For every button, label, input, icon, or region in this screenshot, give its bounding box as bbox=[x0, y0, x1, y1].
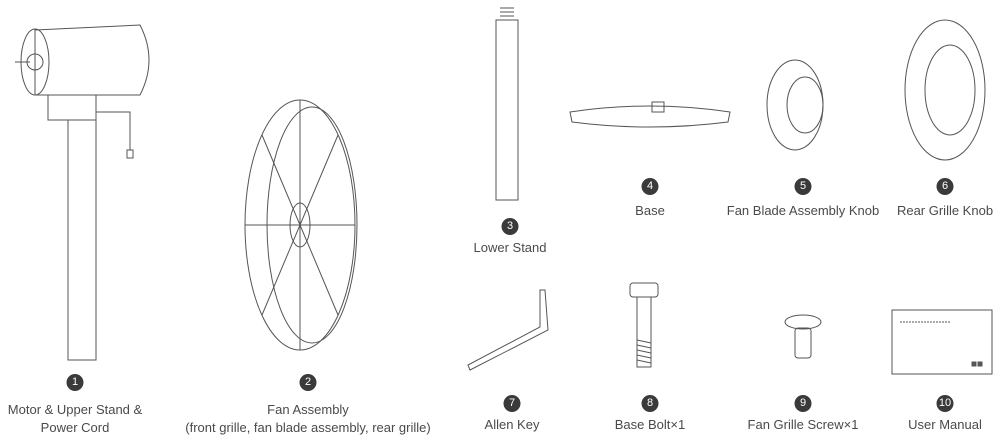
part-label: User Manual bbox=[908, 417, 982, 432]
part-label: Fan Blade Assembly Knob bbox=[726, 203, 880, 218]
base-bolt-illustration bbox=[629, 282, 659, 368]
lower-stand-illustration bbox=[495, 7, 519, 201]
part-label: Allen Key bbox=[484, 417, 540, 432]
part-number-badge: 10 bbox=[936, 395, 954, 412]
part-number-badge: 5 bbox=[794, 178, 812, 195]
part-label: Base Bolt×1 bbox=[614, 417, 686, 432]
rear-grille-knob-illustration bbox=[904, 19, 986, 161]
part-number-badge: 6 bbox=[936, 178, 954, 195]
part-label: Lower Stand bbox=[473, 240, 547, 255]
part-number-badge: 3 bbox=[501, 218, 519, 235]
part-label: Motor & Upper Stand &Power Cord bbox=[7, 402, 143, 435]
user-manual-illustration bbox=[891, 309, 993, 375]
part-number-badge: 8 bbox=[641, 395, 659, 412]
part-number-badge: 9 bbox=[794, 395, 812, 412]
part-number-badge: 7 bbox=[503, 395, 521, 412]
allen-key-illustration bbox=[467, 289, 549, 371]
motor-upper-stand-illustration bbox=[15, 24, 150, 361]
base-illustration bbox=[569, 101, 731, 128]
part-number-badge: 2 bbox=[299, 374, 317, 391]
fan-blade-knob-illustration bbox=[766, 59, 824, 151]
part-label: Rear Grille Knob bbox=[896, 203, 994, 218]
part-label: Fan Assembly(front grille, fan blade ass… bbox=[185, 402, 431, 435]
part-number-badge: 4 bbox=[641, 178, 659, 195]
part-label: Fan Grille Screw×1 bbox=[747, 417, 859, 432]
part-number-badge: 1 bbox=[66, 374, 84, 391]
part-label: Base bbox=[635, 203, 665, 218]
fan-grille-screw-illustration bbox=[784, 314, 822, 359]
fan-assembly-illustration bbox=[244, 99, 358, 351]
